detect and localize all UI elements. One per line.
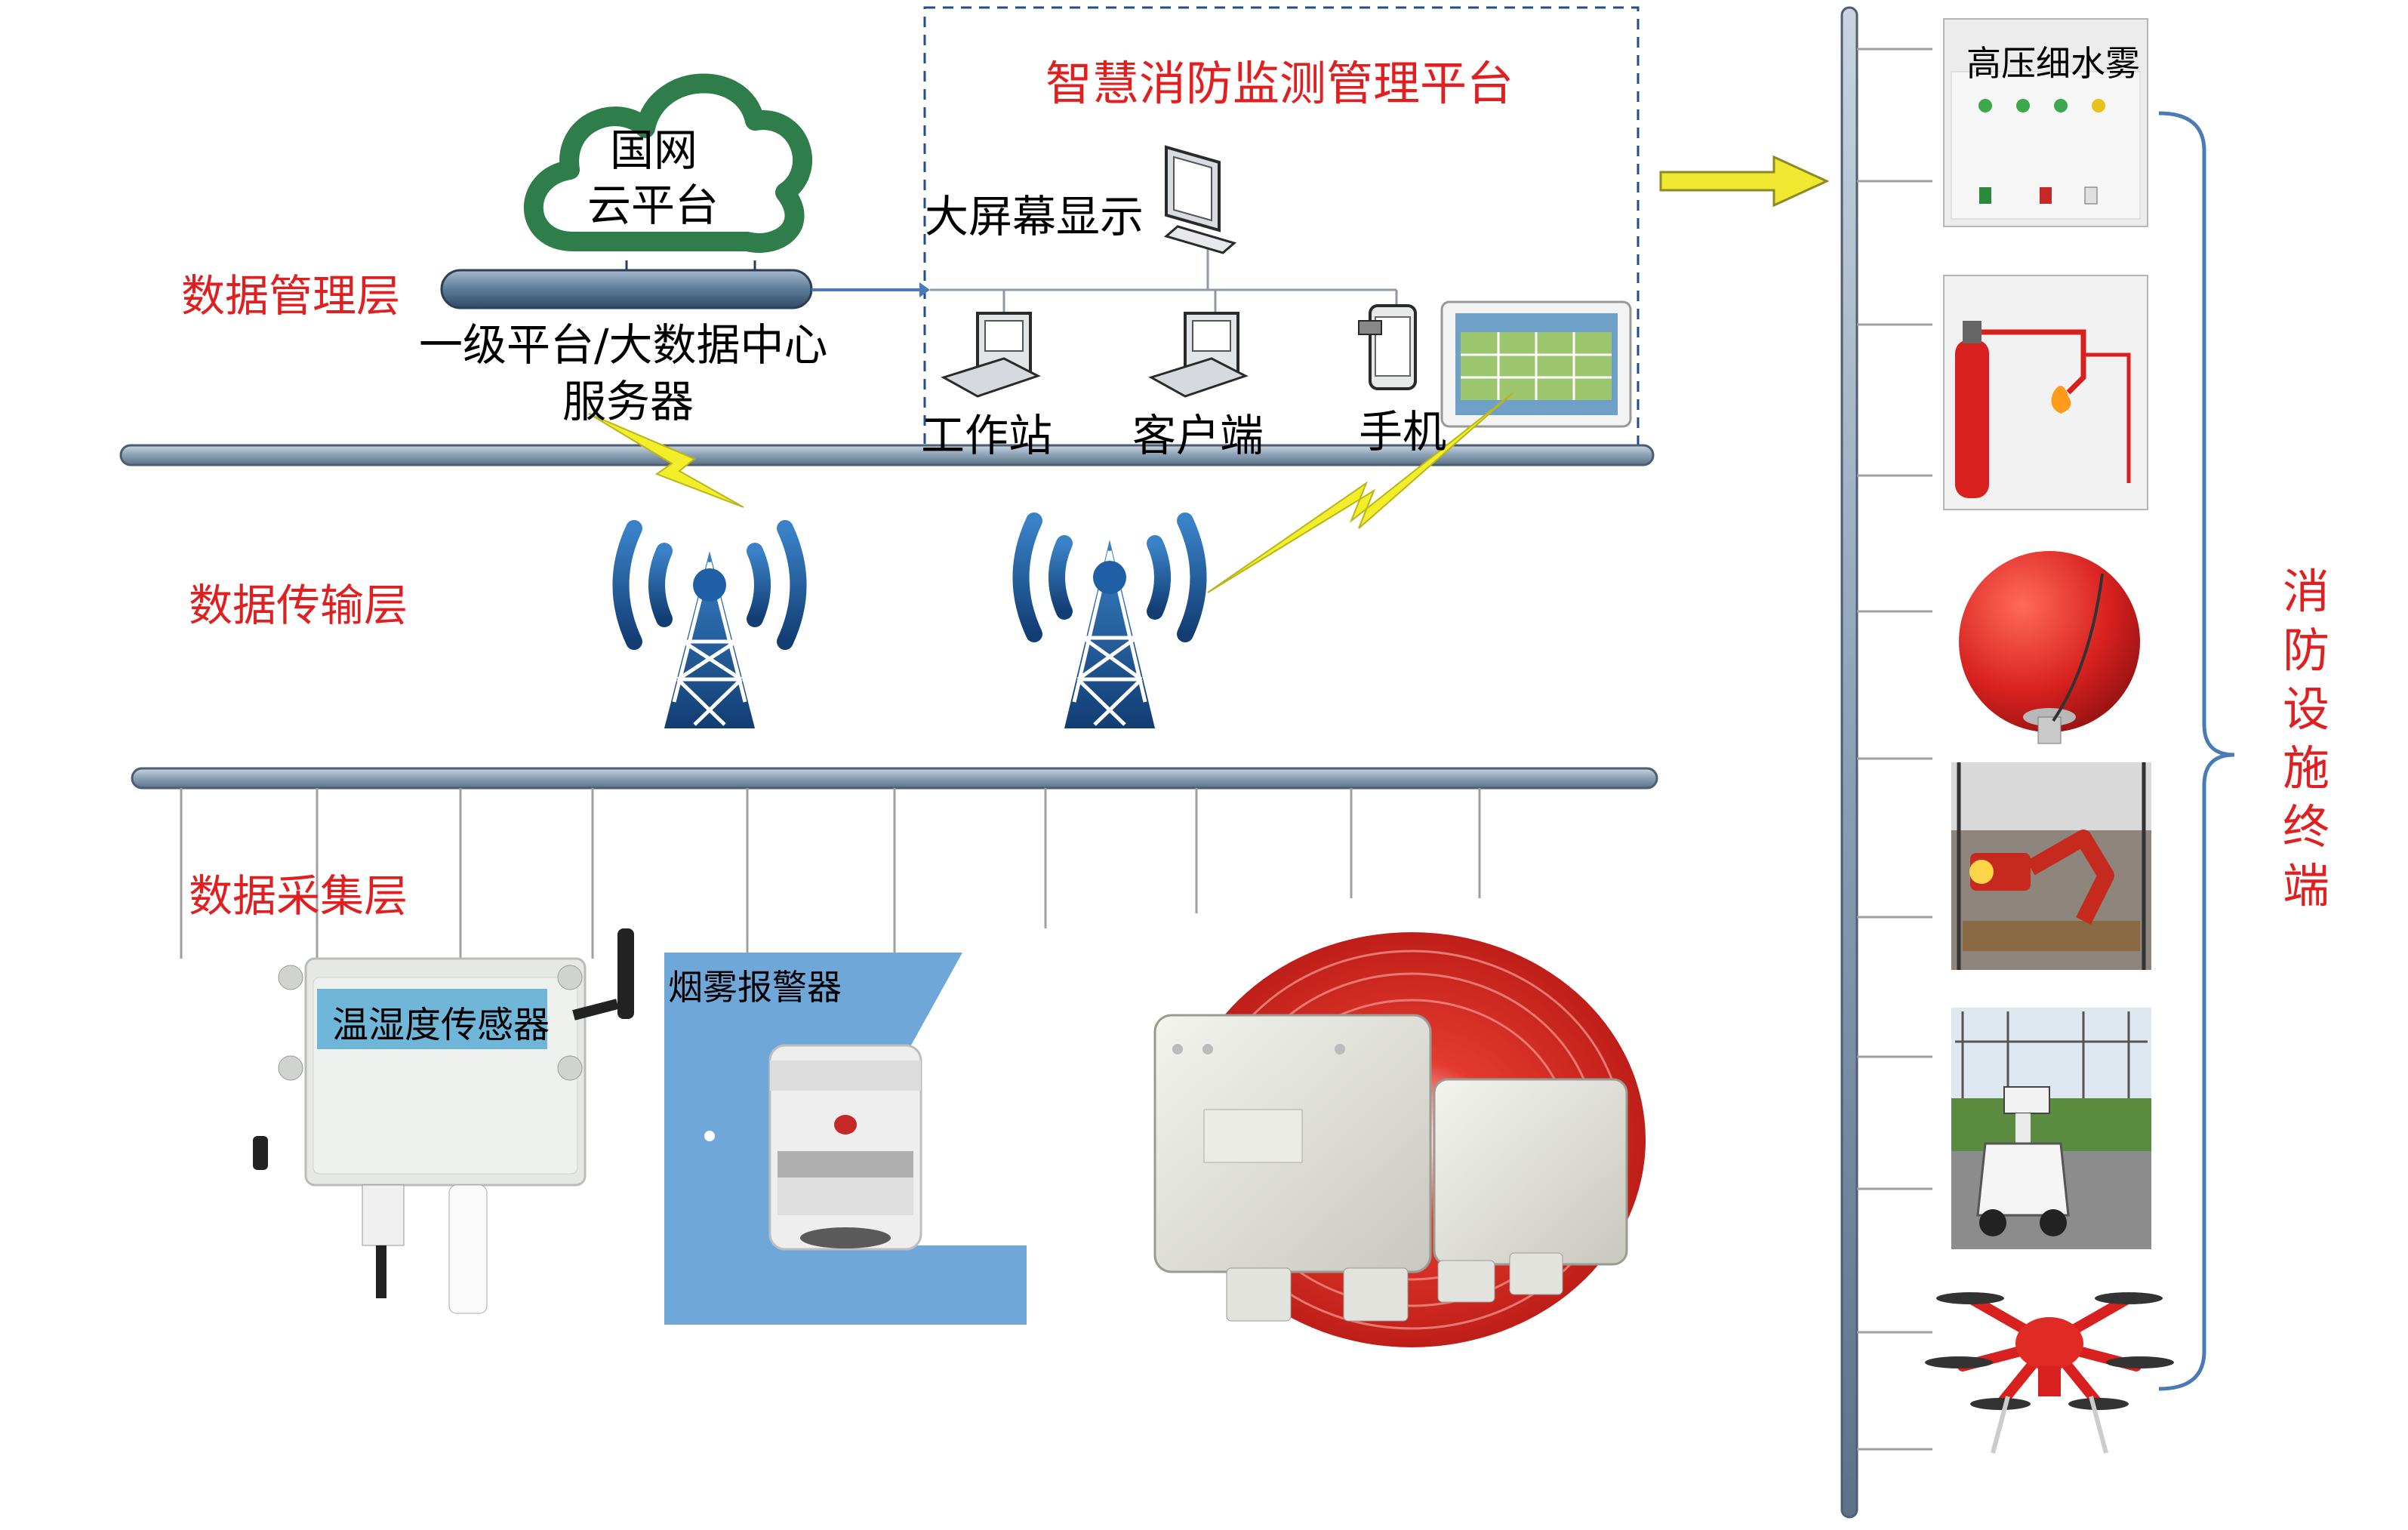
terminal-group-char: 施 <box>2282 740 2329 796</box>
platform-title: 智慧消防监测管理平台 <box>1045 56 1514 111</box>
smoke-alarm-image <box>664 953 1027 1325</box>
to-terminals-arrow <box>1659 155 1830 208</box>
linear-heat-detector-image <box>1153 932 1646 1347</box>
water-mist-panel-image <box>1943 18 2148 227</box>
inspection-robot-image <box>1951 1008 2151 1249</box>
terminal-group-bracket <box>2158 111 2235 1391</box>
server-pipe-icon <box>440 260 813 309</box>
phone-icon <box>1358 304 1417 390</box>
layer-label-collection: 数据采集层 <box>189 870 408 922</box>
fire-ball-extinguisher-image <box>1959 551 2140 744</box>
cloud-icon <box>523 73 812 253</box>
workstation-label: 工作站 <box>921 410 1053 461</box>
signal-tower-icon-right <box>1012 513 1207 728</box>
terminal-group-char: 端 <box>2282 858 2329 913</box>
collection-bus-drops <box>180 788 1481 959</box>
workstation-icon <box>941 312 1041 398</box>
tablet-dashboard-image <box>1440 300 1632 428</box>
terminal-bus-drops <box>1857 48 1932 1451</box>
temp-humidity-sensor-image <box>253 928 634 1314</box>
terminal-group-char: 设 <box>2282 682 2329 737</box>
smoke-alarm-label: 烟雾报警器 <box>668 967 842 1008</box>
big-screen-icon <box>1163 145 1237 254</box>
terminal-group-char: 终 <box>2282 799 2329 854</box>
terminal-group-label: 消 防 设 施 终 端 <box>2280 562 2333 916</box>
signal-tower-icon-left <box>612 520 807 728</box>
terminal-group-char: 消 <box>2282 564 2329 619</box>
client-label: 客户端 <box>1132 410 1264 461</box>
terminal-group-char: 防 <box>2282 623 2329 678</box>
temp-humidity-sensor-label: 温湿度传感器 <box>332 1004 550 1046</box>
management-bus-bar <box>119 444 1655 466</box>
cloud-label-line2: 云平台 <box>587 180 719 231</box>
big-screen-label: 大屏幕显示 <box>925 191 1144 242</box>
cloud-label-line1: 国网 <box>610 125 698 176</box>
lightning-bolt-right <box>1207 392 1514 593</box>
lightning-bolt-left <box>588 413 744 508</box>
terminal-bus-bar <box>1840 6 1858 1519</box>
platform-network-lines <box>930 249 1398 317</box>
layer-label-transmission: 数据传输层 <box>189 580 408 631</box>
layer-label-management: 数据管理层 <box>181 270 401 322</box>
client-icon <box>1148 312 1249 398</box>
phone-label: 手机 <box>1359 406 1447 457</box>
gas-extinguisher-image <box>1943 275 2148 510</box>
water-mist-label: 高压细水雾 <box>1966 43 2140 84</box>
server-label-line2: 服务器 <box>562 376 694 427</box>
server-label-line1: 一级平台/大数据中心 <box>419 319 828 371</box>
server-link-arrowhead <box>919 282 930 297</box>
collection-bus-bar <box>131 767 1658 790</box>
fire-drone-image <box>1925 1292 2174 1454</box>
fire-robot-image <box>1951 762 2151 970</box>
